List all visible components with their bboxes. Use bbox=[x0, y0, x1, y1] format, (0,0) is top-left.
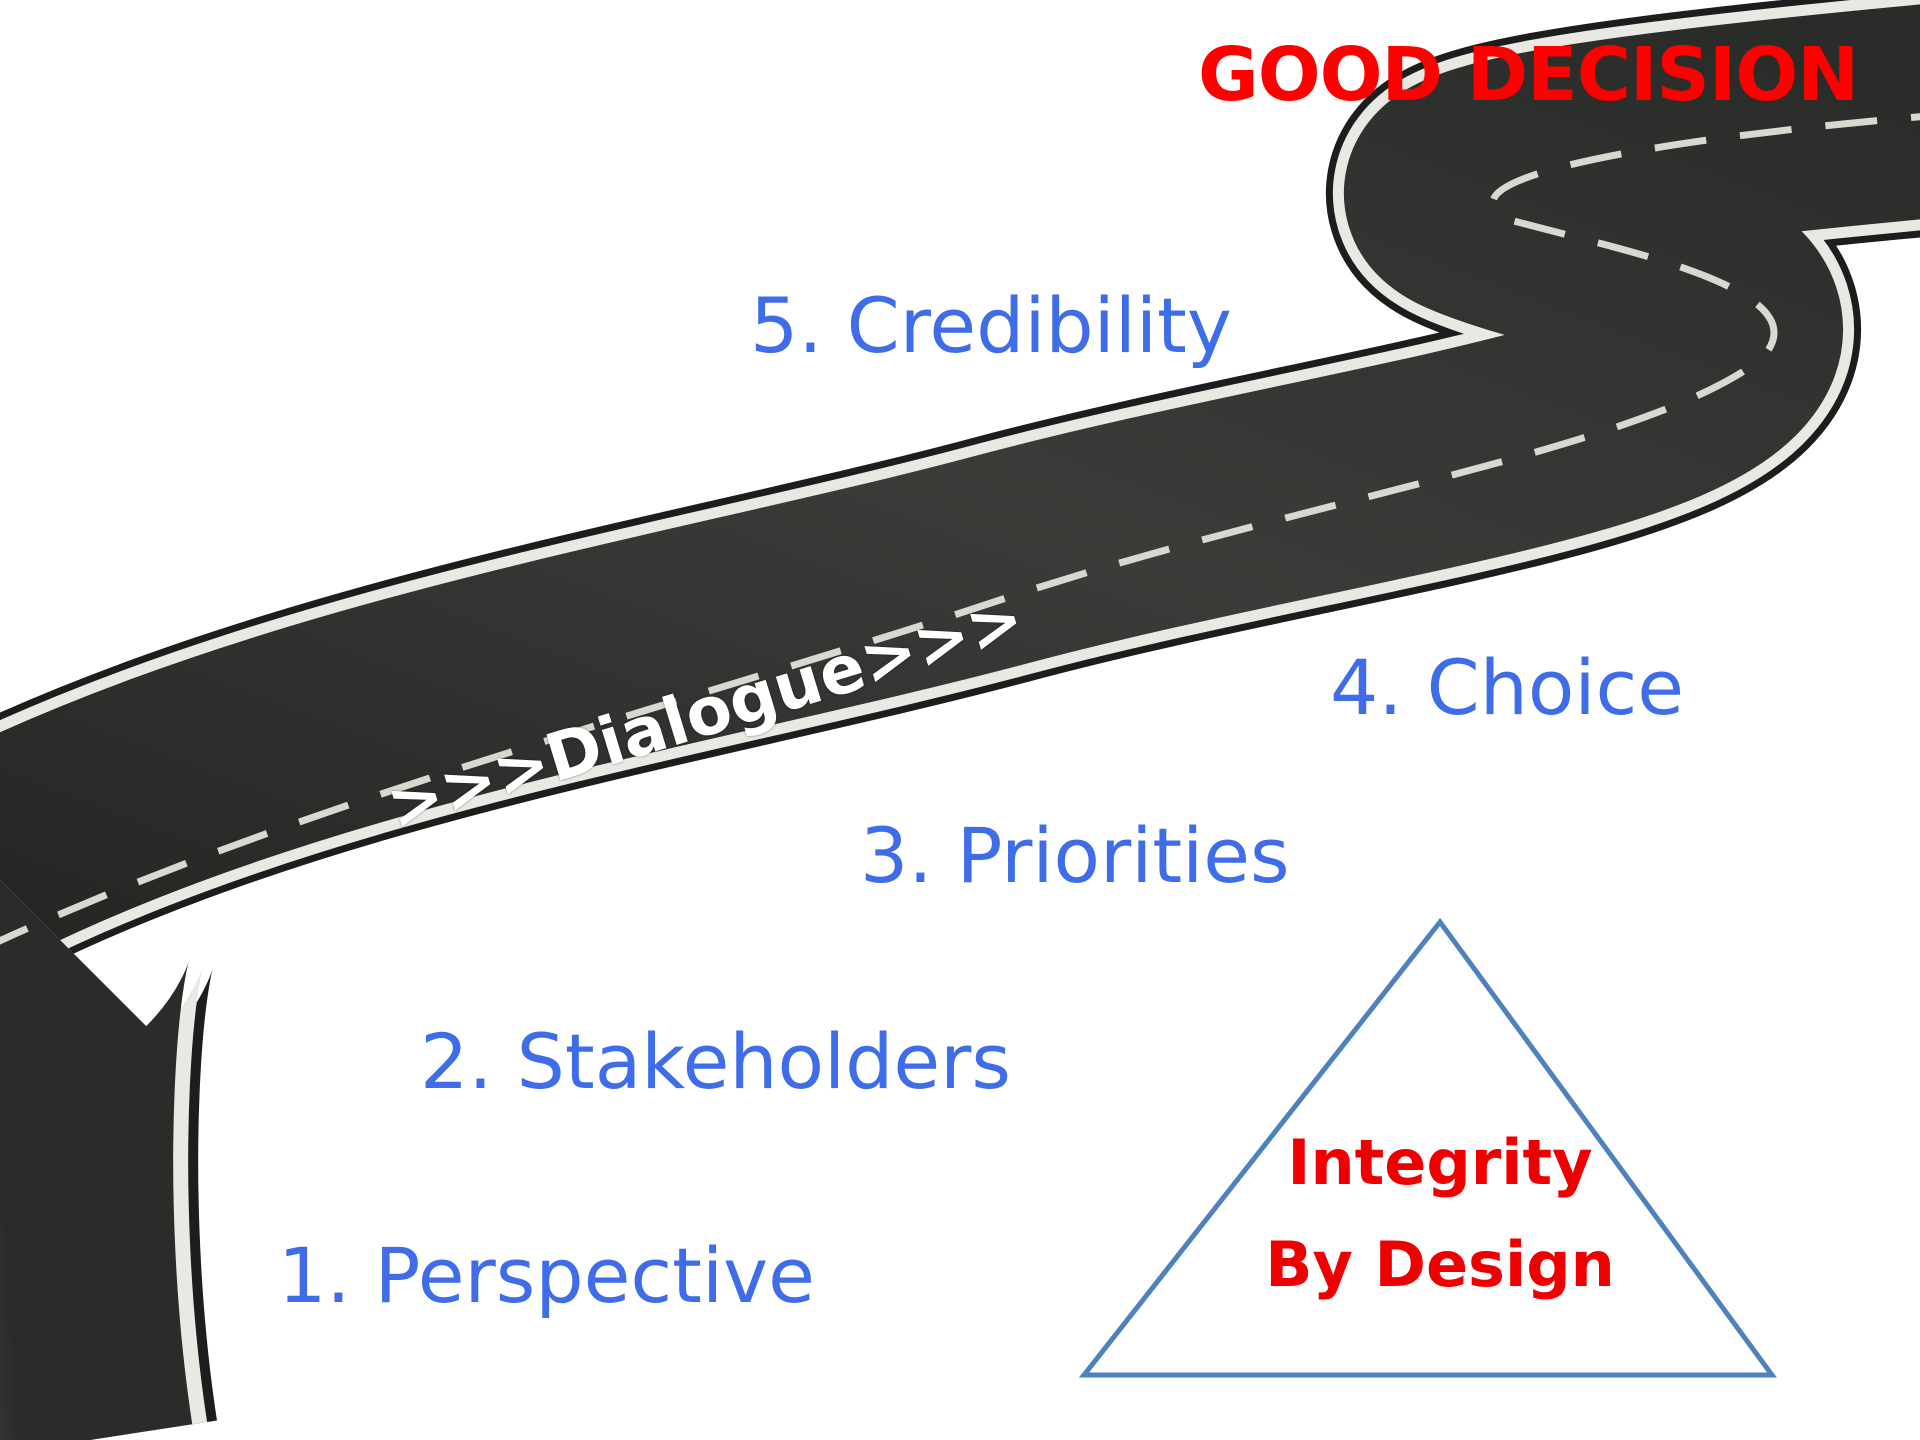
step-3-priorities: 3. Priorities bbox=[860, 811, 1290, 900]
step-4-choice: 4. Choice bbox=[1330, 643, 1685, 732]
integrity-triangle bbox=[1078, 917, 1777, 1378]
triangle-line-by-design: By Design bbox=[1265, 1228, 1615, 1301]
step-2-stakeholders: 2. Stakeholders bbox=[420, 1017, 1011, 1106]
road-center-line bbox=[0, 113, 1920, 945]
step-1-perspective: 1. Perspective bbox=[278, 1231, 815, 1320]
triangle-line-integrity: Integrity bbox=[1287, 1126, 1593, 1199]
step-5-credibility: 5. Credibility bbox=[750, 281, 1232, 370]
good-decision-title: GOOD DECISION bbox=[1198, 32, 1859, 118]
